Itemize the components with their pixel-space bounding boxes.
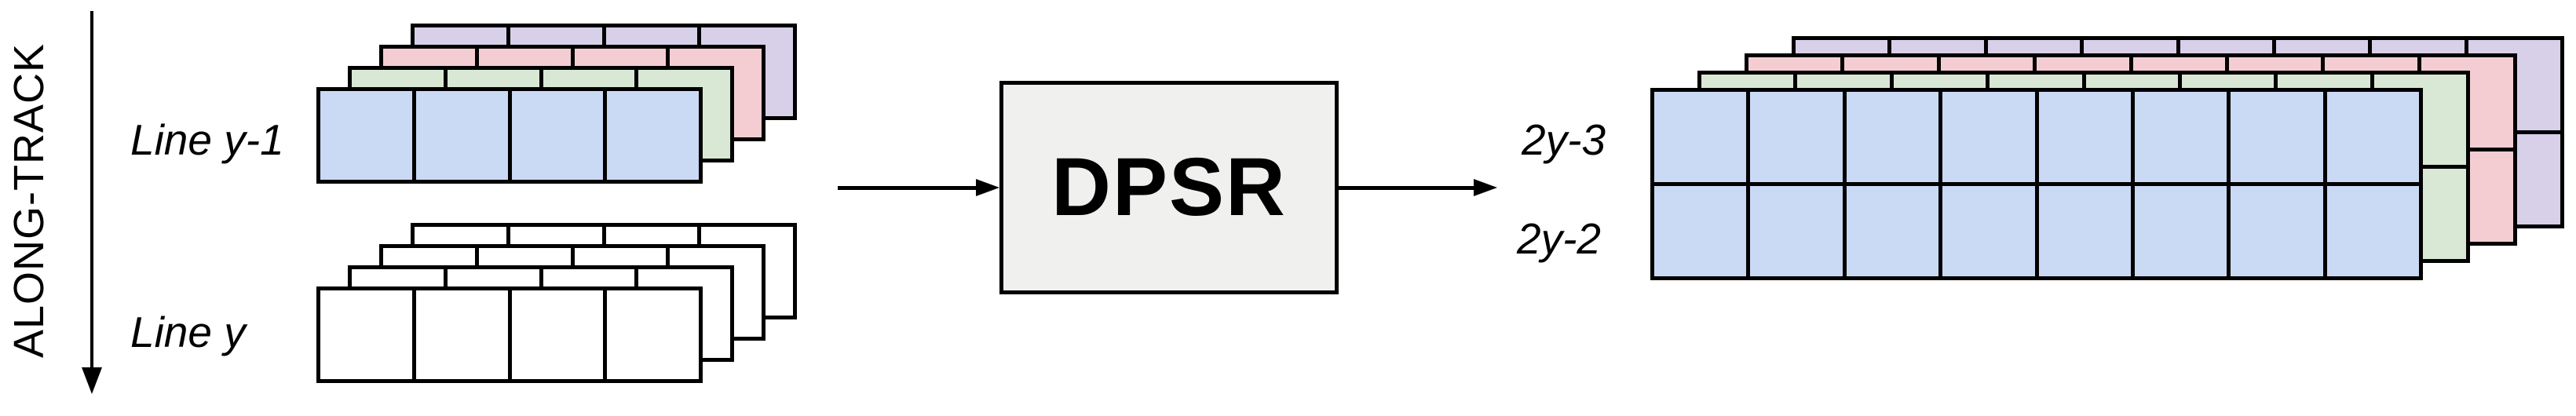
patch-cell	[320, 91, 412, 180]
patch-cell	[511, 290, 604, 379]
along-track-arrow-down-icon	[82, 367, 102, 394]
stack-layer	[316, 87, 703, 184]
patch-cell	[1846, 92, 1939, 182]
patch-cell	[415, 91, 508, 180]
patch-cell	[607, 290, 699, 379]
patch-cell	[1750, 186, 1843, 276]
output-stack	[1650, 36, 2564, 280]
patch-cell	[2134, 186, 2227, 276]
patch-cell	[320, 290, 412, 379]
output-arrow-right-icon	[1474, 179, 1497, 196]
patch-cell	[1654, 92, 1747, 182]
output-row-2y-2-label: 2y-2	[1517, 214, 1601, 263]
stack-layer	[1650, 88, 2423, 280]
patch-cell	[415, 290, 508, 379]
input-stack-line-y-minus-1	[316, 24, 797, 184]
patch-cell	[2038, 186, 2131, 276]
input-arrow-right-icon	[976, 179, 999, 196]
line-y-label: Line y	[130, 308, 246, 356]
patch-cell	[1750, 92, 1843, 182]
input-stack-line-y	[316, 223, 797, 383]
patch-cell	[2231, 92, 2323, 182]
patch-cell	[607, 91, 699, 180]
patch-cell	[1846, 186, 1939, 276]
along-track-axis-label: ALONG-TRACK	[5, 42, 53, 358]
patch-cell	[1942, 92, 2035, 182]
output-row-2y-3-label: 2y-3	[1522, 115, 1606, 164]
line-y-minus-1-label: Line y-1	[130, 115, 284, 164]
input-arrow-line	[838, 186, 977, 190]
dpsr-processor-box: DPSR	[999, 81, 1339, 294]
patch-cell	[1654, 186, 1747, 276]
patch-cell	[511, 91, 604, 180]
stack-layer	[316, 286, 703, 383]
patch-cell	[2231, 186, 2323, 276]
patch-cell	[2326, 186, 2419, 276]
patch-cell	[1942, 186, 2035, 276]
dpsr-label: DPSR	[1051, 141, 1287, 233]
patch-cell	[2326, 92, 2419, 182]
output-arrow-line	[1339, 186, 1475, 190]
patch-cell	[2134, 92, 2227, 182]
along-track-arrow-line	[90, 11, 93, 369]
patch-cell	[2038, 92, 2131, 182]
